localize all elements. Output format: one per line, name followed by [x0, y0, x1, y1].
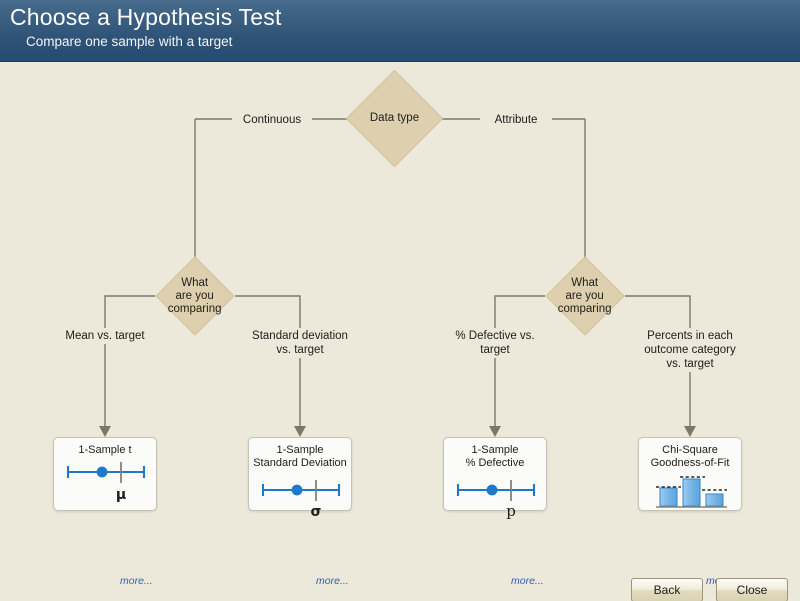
decision-compare-continuous-label: What are you comparing [168, 276, 222, 315]
page-subtitle: Compare one sample with a target [26, 34, 233, 49]
bar-chart-icon [639, 469, 741, 510]
back-button[interactable]: Back [631, 578, 703, 601]
result-card-1-sample-t[interactable]: 1-Sample t μ [53, 437, 157, 511]
edge-label-continuous: Continuous [232, 112, 312, 128]
result-title: 1-Sample Standard Deviation [253, 444, 347, 469]
edge-label-percents-category-vs-target: Percents in each outcome category vs. ta… [633, 328, 747, 372]
close-button[interactable]: Close [716, 578, 788, 601]
interval-plot-icon: σ [249, 469, 351, 520]
page-title: Choose a Hypothesis Test [10, 4, 282, 30]
result-symbol: σ [311, 504, 322, 520]
result-symbol: μ [116, 487, 126, 503]
more-link-1-sample-standard-deviation[interactable]: more... [316, 575, 349, 587]
interval-plot-icon: p [444, 469, 546, 520]
edge-label-stdev-vs-target: Standard deviation vs. target [243, 328, 357, 358]
result-card-1-sample-percent-defective[interactable]: 1-Sample % Defective p [443, 437, 547, 520]
edge-label-attribute: Attribute [480, 112, 552, 128]
arrowheads [99, 426, 696, 437]
decision-data-type-label: Data type [369, 112, 420, 124]
result-card-chi-square-goodness-of-fit[interactable]: Chi-Square Goodness-of-Fit [638, 437, 742, 511]
edge-label-mean-vs-target: Mean vs. target [52, 328, 158, 344]
result-title: Chi-Square Goodness-of-Fit [650, 444, 730, 469]
result-card-1-sample-standard-deviation[interactable]: 1-Sample Standard Deviation σ [248, 437, 352, 520]
connector-lines [99, 118, 696, 437]
edge-label-pct-defective-vs-target: % Defective vs. target [442, 328, 548, 358]
flowchart-canvas: Data type Continuous Attribute What are … [0, 62, 800, 601]
result-title: 1-Sample t [78, 444, 132, 456]
interval-plot-icon: μ [54, 457, 156, 511]
more-link-1-sample-percent-defective[interactable]: more... [511, 575, 544, 587]
decision-compare-attribute-label: What are you comparing [558, 276, 612, 315]
more-link-1-sample-t[interactable]: more... [120, 575, 153, 587]
result-title: 1-Sample % Defective [465, 444, 525, 469]
window-header: Choose a Hypothesis Test Compare one sam… [0, 0, 800, 62]
result-symbol: p [506, 502, 516, 520]
